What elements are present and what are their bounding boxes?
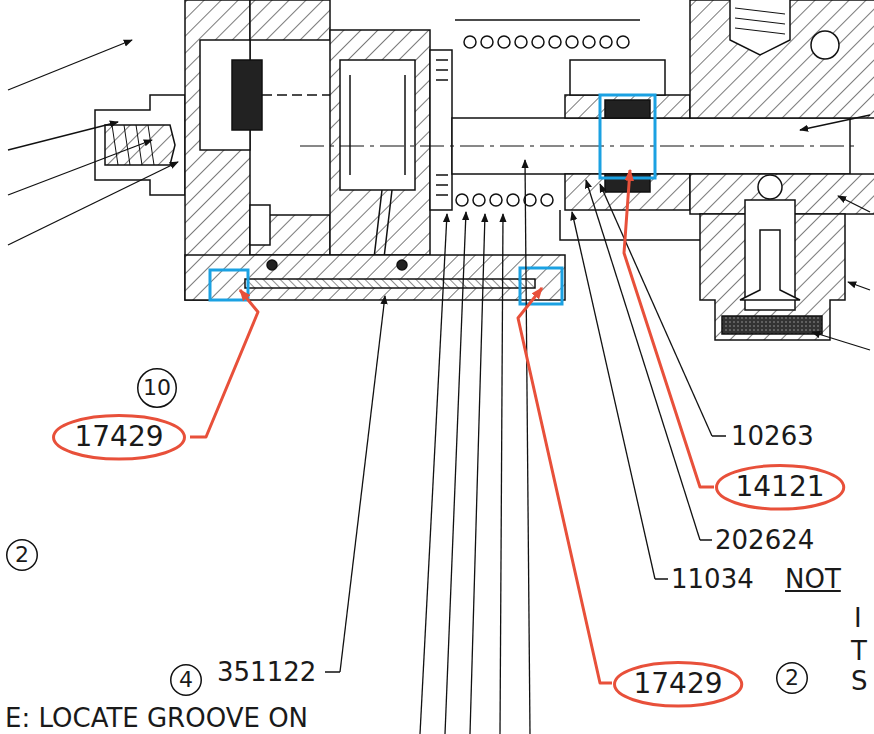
leader-line (525, 160, 530, 734)
filter (722, 316, 822, 334)
leader-line (812, 332, 870, 350)
part-number-callout: 14121 (715, 464, 845, 511)
part-number: 14121 (735, 473, 824, 501)
bushing (565, 95, 690, 118)
check-ball (758, 175, 782, 199)
part-number-callout: 17429 (52, 414, 186, 461)
note-text: NOT (784, 566, 842, 592)
piston-housing (330, 30, 430, 255)
leader-line (848, 282, 870, 290)
part-number: 17429 (74, 423, 163, 451)
poppet (740, 230, 800, 300)
bolt (250, 205, 270, 245)
top-screw (730, 0, 790, 55)
leader-line (600, 184, 712, 436)
leader-line (586, 180, 700, 540)
callout-number: 2 (785, 667, 799, 689)
leader-line (340, 296, 385, 672)
part-number-callout: 17429 (613, 661, 743, 708)
red-leader (624, 170, 714, 487)
leader-line (8, 162, 178, 245)
leader-line (420, 214, 447, 734)
note-text: T (850, 638, 868, 664)
leader-line (470, 214, 485, 734)
callout-number: 10 (137, 368, 177, 408)
seal (605, 100, 650, 118)
callout-number: 2 (6, 539, 38, 571)
housing-top (250, 0, 330, 40)
leader-line (838, 196, 870, 212)
leader-line (8, 122, 118, 150)
leader-line (800, 115, 870, 130)
part-number: 11034 (670, 566, 755, 592)
part-number: 351122 (216, 659, 317, 685)
red-leader (190, 290, 258, 437)
leader-line (8, 40, 132, 90)
leader-line (8, 140, 152, 195)
channel (245, 279, 535, 288)
valve-body (700, 214, 845, 340)
note-text: I (853, 605, 863, 631)
part-number: 17429 (633, 670, 722, 698)
part-number: 202624 (714, 527, 815, 553)
leader-line (500, 214, 503, 734)
callout-number: 4 (170, 664, 202, 696)
callout-number: 2 (15, 544, 29, 566)
callout-number: 2 (776, 662, 808, 694)
callout-number: 4 (179, 669, 193, 691)
leader-line (572, 212, 655, 579)
callout-number: 10 (143, 377, 171, 399)
part-number: 10263 (730, 423, 815, 449)
highlight-box (210, 270, 248, 300)
red-leader (518, 288, 612, 683)
piston (340, 60, 415, 190)
right-housing (690, 0, 874, 118)
highlight-box (600, 95, 655, 178)
note-text: E: LOCATE GROOVE ON (4, 705, 309, 731)
spring-seat (430, 50, 452, 210)
gear (232, 60, 262, 130)
leader-line (445, 212, 466, 734)
note-text: S (850, 668, 869, 694)
